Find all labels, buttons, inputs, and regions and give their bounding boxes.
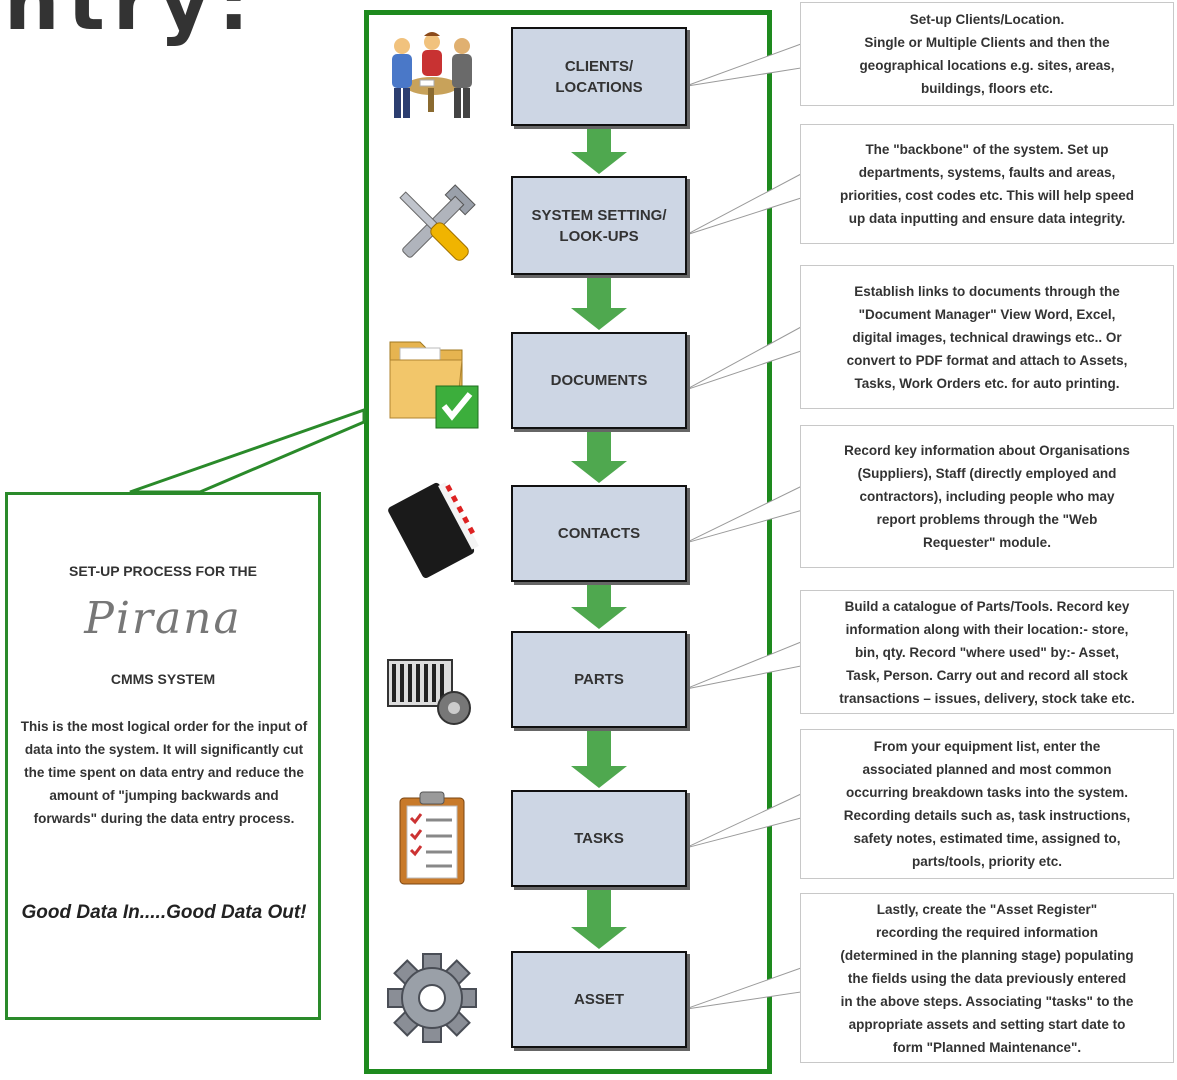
pirana-logo: Pirana bbox=[84, 593, 242, 644]
folder-check-icon bbox=[389, 341, 479, 429]
step-parts: PARTS bbox=[511, 631, 687, 728]
address-book-icon bbox=[388, 482, 479, 578]
desc-clients-locations: Set-up Clients/Location.Single or Multip… bbox=[800, 2, 1174, 106]
callout-body: This is the most logical order for the i… bbox=[20, 719, 308, 826]
step-clients-locations: CLIENTS/ LOCATIONS bbox=[511, 27, 687, 126]
flow-arrows bbox=[571, 128, 627, 949]
step-tasks: TASKS bbox=[511, 790, 687, 887]
desc-parts: Build a catalogue of Parts/Tools. Record… bbox=[800, 590, 1174, 714]
desc-asset: Lastly, create the "Asset Register"recor… bbox=[800, 893, 1174, 1063]
step-asset: ASSET bbox=[511, 951, 687, 1048]
description-connector bbox=[684, 793, 802, 849]
flow-arrow bbox=[571, 277, 627, 330]
left-callout-pointer bbox=[129, 407, 366, 494]
flow-arrow bbox=[571, 128, 627, 174]
description-connector bbox=[684, 485, 802, 544]
description-connector bbox=[684, 326, 802, 391]
people-meeting-icon bbox=[392, 32, 472, 118]
partial-heading: ntry: bbox=[4, 0, 258, 48]
flow-arrow bbox=[571, 431, 627, 483]
callout-subtitle: CMMS SYSTEM bbox=[110, 671, 216, 687]
description-connector bbox=[684, 173, 802, 236]
step-system-setting: SYSTEM SETTING/ LOOK-UPS bbox=[511, 176, 687, 275]
flow-arrow bbox=[571, 889, 627, 949]
step-contacts: CONTACTS bbox=[511, 485, 687, 582]
clipboard-icon bbox=[399, 791, 465, 885]
callout-motto: Good Data In.....Good Data Out! bbox=[21, 902, 307, 923]
tools-icon bbox=[399, 184, 476, 261]
desc-documents: Establish links to documents through the… bbox=[800, 265, 1174, 409]
desc-contacts: Record key information about Organisatio… bbox=[800, 425, 1174, 568]
description-connector bbox=[684, 43, 802, 87]
parts-icon bbox=[387, 659, 471, 725]
flow-arrow bbox=[571, 584, 627, 629]
step-documents: DOCUMENTS bbox=[511, 332, 687, 429]
setup-process-callout: SET-UP PROCESS FOR THE Pirana CMMS SYSTE… bbox=[5, 492, 321, 1020]
description-connector bbox=[684, 967, 802, 1010]
gear-icon bbox=[387, 953, 477, 1043]
callout-connectors bbox=[684, 43, 802, 1010]
flow-arrow bbox=[571, 730, 627, 788]
process-frame bbox=[364, 10, 772, 1074]
callout-title: SET-UP PROCESS FOR THE bbox=[69, 563, 257, 579]
description-connector bbox=[684, 641, 802, 690]
